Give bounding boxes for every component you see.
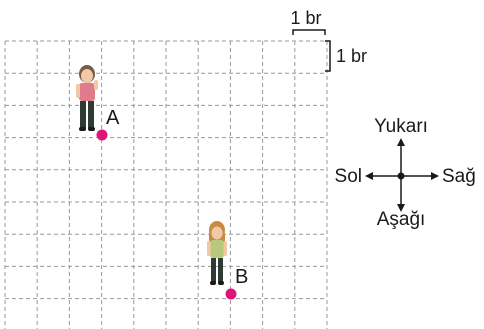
girl-figure-a <box>76 65 98 131</box>
point-b-dot <box>225 288 237 300</box>
horizontal-scale-label: 1 br <box>290 8 321 28</box>
vertical-scale: 1 br <box>325 40 367 72</box>
direction-compass: Yukarı Aşağı Sol Sağ <box>335 116 476 230</box>
girl-figure-b <box>207 221 227 285</box>
compass-center-dot <box>397 172 405 180</box>
point-a: A <box>96 107 120 141</box>
dashed-grid <box>4 40 328 329</box>
point-b: B <box>225 266 248 300</box>
compass-right-label: Sağ <box>442 166 476 187</box>
horizontal-scale: 1 br <box>290 8 326 35</box>
point-a-dot <box>96 129 108 141</box>
point-a-label: A <box>106 107 120 129</box>
compass-down-label: Aşağı <box>377 209 426 230</box>
compass-left-label: Sol <box>335 166 362 187</box>
compass-up-label: Yukarı <box>374 116 428 137</box>
vertical-scale-label: 1 br <box>336 46 367 66</box>
point-b-label: B <box>235 266 248 288</box>
